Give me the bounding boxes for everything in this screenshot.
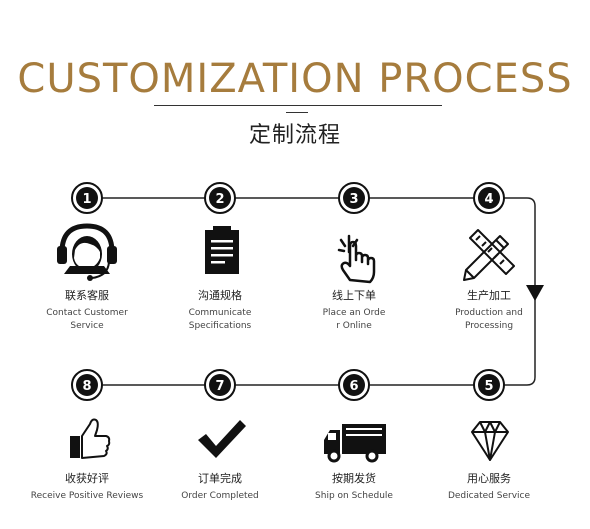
page-title: CUSTOMIZATION PROCESS [17, 56, 573, 102]
step-label-en: Place an Orde r Online [322, 308, 386, 331]
step-number-5: 5 [473, 369, 505, 401]
svg-text:4: 4 [484, 192, 493, 207]
step-label-cn: 线上下单 [332, 289, 376, 302]
document-icon [205, 226, 239, 274]
step-label-cn: 订单完成 [198, 472, 242, 485]
step-label-cn: 沟通规格 [198, 289, 242, 302]
svg-text:3: 3 [349, 192, 358, 207]
svg-text:7: 7 [215, 379, 224, 394]
step-order-completed: 订单完成 Order Completed [150, 472, 290, 503]
step-number-1: 1 [71, 182, 103, 214]
headset-icon [57, 223, 117, 281]
step-number-4: 4 [473, 182, 505, 214]
svg-text:5: 5 [484, 379, 493, 394]
step-label-cn: 生产加工 [467, 289, 511, 302]
svg-text:1: 1 [82, 192, 91, 207]
checkmark-icon [198, 420, 246, 458]
step-label-en: Ship on Schedule [315, 491, 393, 501]
svg-text:8: 8 [82, 379, 91, 394]
step-label-en: Order Completed [181, 491, 259, 501]
step-place-order: 线上下单 Place an Orde r Online [284, 289, 424, 333]
step-label-cn: 按期发货 [332, 472, 376, 485]
title-divider [154, 105, 442, 106]
svg-text:6: 6 [349, 379, 358, 394]
step-number-8: 8 [71, 369, 103, 401]
step-label-en: Communicate Specifications [188, 308, 252, 331]
step-label-cn: 收获好评 [65, 472, 109, 485]
step-communicate-specs: 沟通规格 Communicate Specifications [150, 289, 290, 333]
step-label-en: Receive Positive Reviews [30, 491, 144, 501]
pointer-hand-icon [337, 234, 376, 284]
step-contact-service: 联系客服 Contact Customer Service [17, 289, 157, 333]
ruler-pencil-icon [463, 229, 515, 281]
step-label-cn: 用心服务 [467, 472, 511, 485]
title-divider-short [286, 112, 308, 113]
step-label-en: Dedicated Service [447, 491, 531, 501]
step-label-en: Contact Customer Service [46, 308, 128, 331]
step-positive-reviews: 收获好评 Receive Positive Reviews [17, 472, 157, 503]
step-number-7: 7 [204, 369, 236, 401]
step-dedicated-service: 用心服务 Dedicated Service [419, 472, 559, 503]
step-ship-schedule: 按期发货 Ship on Schedule [284, 472, 424, 503]
step-production: 生产加工 Production and Processing [419, 289, 559, 333]
truck-icon [324, 424, 386, 463]
thumbs-up-icon [70, 418, 111, 459]
flow-arrow [526, 285, 544, 301]
diamond-icon [471, 421, 509, 461]
step-label-cn: 联系客服 [65, 289, 109, 302]
step-number-3: 3 [338, 182, 370, 214]
step-number-2: 2 [204, 182, 236, 214]
step-number-6: 6 [338, 369, 370, 401]
svg-text:2: 2 [215, 192, 224, 207]
step-label-en: Production and Processing [455, 308, 523, 331]
page-subtitle: 定制流程 [248, 123, 341, 148]
